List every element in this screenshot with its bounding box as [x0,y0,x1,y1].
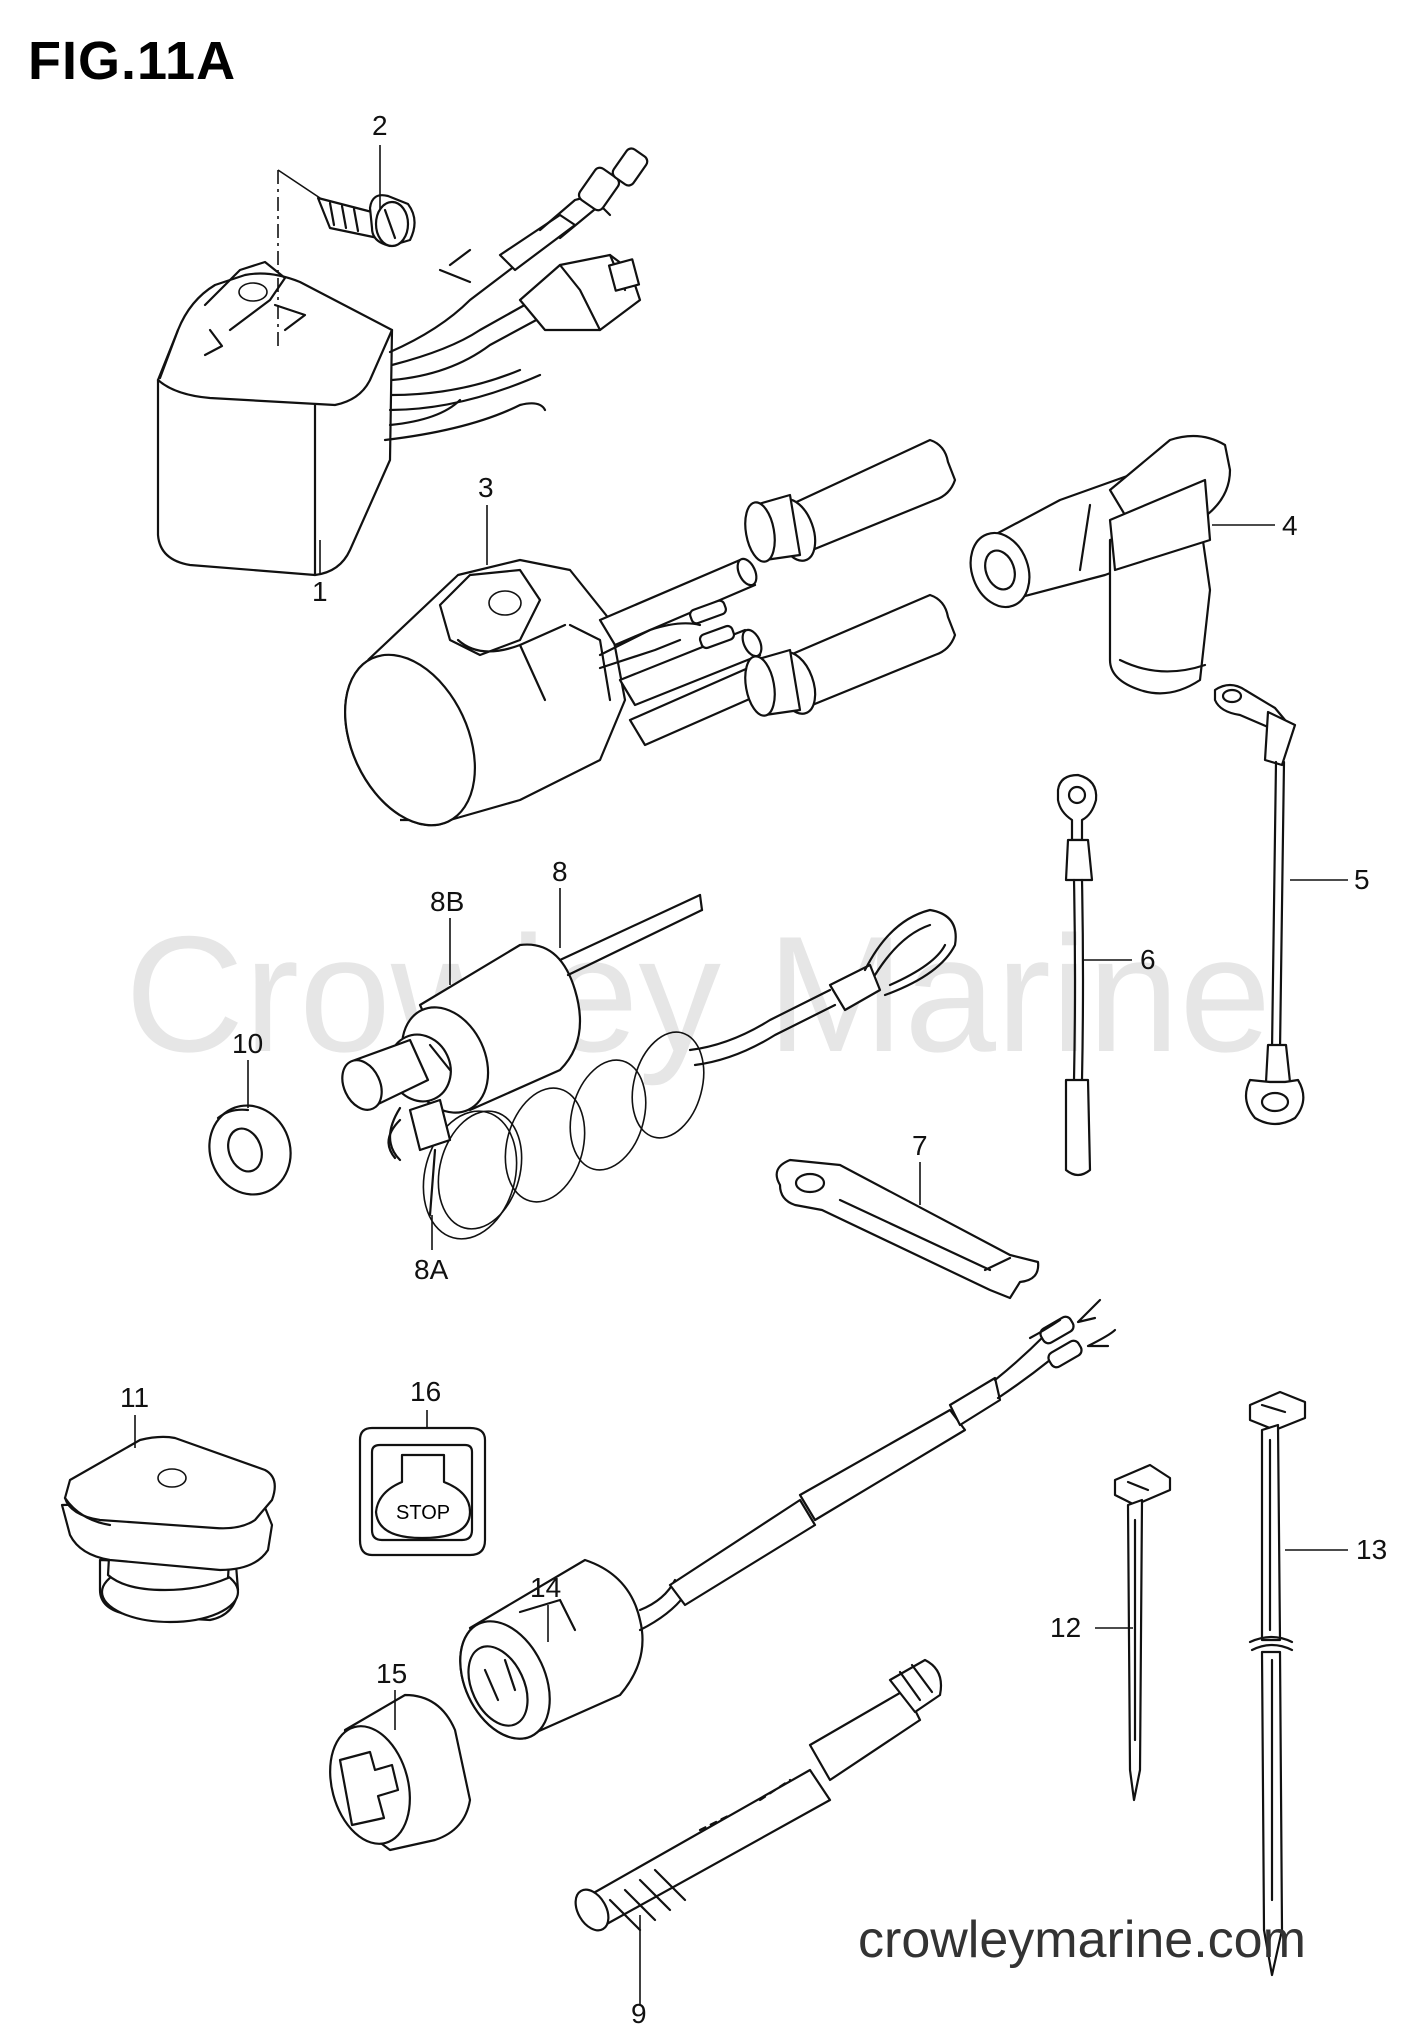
part-4-spark-plug-cap [969,434,1232,695]
part-5-ground-lead [1213,683,1305,1126]
callout-12: 12 [1050,1612,1082,1643]
callout-11: 11 [120,1382,150,1413]
callout-8: 8 [552,856,568,887]
part-11-grommet [60,1435,276,1624]
part-8-stop-switch [341,893,957,1240]
stop-label: STOP [396,1502,451,1524]
callout-8b: 8B [430,886,465,917]
callout-14: 14 [530,1572,562,1603]
callout-9: 9 [631,1998,647,2029]
watermark-text: Crowley Marine [125,902,1272,1086]
callout-13: 13 [1356,1534,1388,1565]
callout-7: 7 [912,1130,928,1161]
part-13-cable-tie [1248,1390,1307,1977]
part-14-connector-harness [459,1298,1117,1740]
callout-3: 3 [478,472,494,503]
part-1-cdi-unit [156,147,649,577]
part-9-protector-tube [574,1658,943,1932]
footer-url: crowleymarine.com [858,1911,1306,1969]
figure-title: FIG.11A [28,31,237,91]
part-15-cap [329,1693,472,1852]
callout-15: 15 [376,1658,408,1689]
callout-2: 2 [372,110,388,141]
part-2-bolt [277,169,416,350]
callout-16: 16 [410,1376,442,1407]
callout-1: 1 [312,576,328,607]
hightension-grommets [744,438,957,717]
callout-4: 4 [1282,510,1298,541]
part-10-washer [208,1104,292,1196]
part-7-clip [775,1158,1040,1300]
part-6-ground-lead [1056,773,1098,1177]
callout-6: 6 [1140,944,1156,975]
callout-8a: 8A [414,1254,449,1285]
part-16-stop-plate [358,1426,487,1557]
callout-10: 10 [232,1028,264,1059]
part-3-ignition-coil [344,557,772,827]
part-12-cable-tie [1113,1463,1172,1802]
leader-lines [134,145,1348,2005]
callout-5: 5 [1354,864,1370,895]
